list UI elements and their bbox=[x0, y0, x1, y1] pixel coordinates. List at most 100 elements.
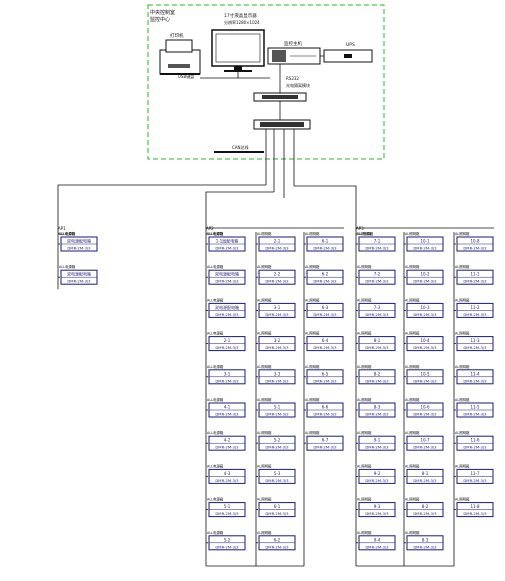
module-code: DMR-2M-3/3 bbox=[365, 412, 389, 417]
module-name: 11-7 bbox=[470, 471, 480, 476]
module-tag: AL照明箱 bbox=[257, 297, 272, 302]
host-computer-icon bbox=[267, 47, 321, 65]
module-name: 11-3 bbox=[470, 338, 480, 343]
module-tag: ALL电源箱 bbox=[59, 231, 76, 236]
module-code: DMR-2M-3/3 bbox=[215, 246, 239, 251]
module-code: DMR-2M-3/3 bbox=[413, 378, 437, 383]
module-code: DMR-2M-3/3 bbox=[313, 445, 337, 450]
module-code: DMR-2M-3/3 bbox=[413, 279, 437, 284]
module-name: 6-7 bbox=[322, 438, 329, 443]
module-name: 10-2 bbox=[420, 272, 430, 277]
module-code: DMR-2M-3/3 bbox=[215, 279, 239, 284]
module-code: DMR-2M-3/3 bbox=[265, 445, 289, 450]
module-tag: AL照明箱 bbox=[455, 397, 470, 402]
module-code: DMR-2M-3/3 bbox=[365, 544, 389, 549]
module-code: DMR-2M-3/3 bbox=[413, 544, 437, 549]
module-code: DMR-2M-3/3 bbox=[365, 312, 389, 317]
module-tag: AL照明箱 bbox=[305, 231, 320, 236]
module-code: DMR-2M-3/3 bbox=[413, 445, 437, 450]
module-tag: AL照明箱 bbox=[455, 231, 470, 236]
module-tag: AL照明箱 bbox=[405, 231, 420, 236]
module-name: 10-4 bbox=[420, 338, 430, 343]
module-name: 5-1 bbox=[274, 405, 281, 410]
module-name: 10-5 bbox=[420, 371, 430, 376]
module-tag: AL照明箱 bbox=[455, 497, 470, 502]
module-tag: AL照明箱 bbox=[357, 430, 372, 435]
module-name: 4-3 bbox=[224, 471, 231, 476]
module-code: DMR-2M-3/3 bbox=[265, 345, 289, 350]
module-code: DMR-2M-3/3 bbox=[413, 246, 437, 251]
module-name: 5-2 bbox=[224, 537, 231, 542]
column-header-c4: AP3 bbox=[356, 226, 364, 231]
module-name: 5-2 bbox=[274, 438, 281, 443]
can-bus-bar bbox=[214, 151, 264, 153]
module-name: 10-3 bbox=[420, 305, 430, 310]
module-code: DMR-2M-3/3 bbox=[215, 544, 239, 549]
monitor-sub-label: 分辨率1280×1024 bbox=[224, 19, 260, 25]
module-tag: AL照明箱 bbox=[305, 397, 320, 402]
module-code: DMR-2M-3/3 bbox=[265, 378, 289, 383]
module-name: 11-5 bbox=[470, 405, 480, 410]
module-tag: AL照明箱 bbox=[455, 430, 470, 435]
module-tag: ALL电源箱 bbox=[207, 331, 224, 336]
module-tag: AL照明箱 bbox=[357, 364, 372, 369]
module-tag: AL照明箱 bbox=[305, 331, 320, 336]
keyboard-label: USB键盘 bbox=[178, 73, 194, 79]
module-tag: AL照明箱 bbox=[257, 430, 272, 435]
module-code: DMR-2M-3/3 bbox=[215, 345, 239, 350]
module-tag: ALL电源箱 bbox=[207, 264, 224, 269]
module-code: DMR-2M-3/3 bbox=[365, 246, 389, 251]
module-tag: AL照明箱 bbox=[257, 497, 272, 502]
module-code: DMR-2M-3/3 bbox=[413, 511, 437, 516]
module-name: 11-2 bbox=[470, 305, 480, 310]
module-code: DMR-2M-3/3 bbox=[463, 312, 487, 317]
module-code: DMR-2M-3/3 bbox=[265, 312, 289, 317]
module-name: 10-1 bbox=[420, 239, 430, 244]
module-tag: ALL电源箱 bbox=[207, 463, 224, 468]
module-name: 7-2 bbox=[374, 272, 381, 277]
module-code: DMR-2M-3/3 bbox=[463, 279, 487, 284]
module-tag: AL照明箱 bbox=[357, 297, 372, 302]
module-code: DMR-2M-3/3 bbox=[215, 412, 239, 417]
module-tag: AL照明箱 bbox=[405, 297, 420, 302]
module-code: DMR-2M-3/3 bbox=[413, 345, 437, 350]
module-tag: AL照明箱 bbox=[455, 331, 470, 336]
module-tag: ALL电源箱 bbox=[59, 264, 76, 269]
module-tag: AL照明箱 bbox=[455, 264, 470, 269]
module-name: 11-1 bbox=[470, 272, 480, 277]
module-tag: AL照明箱 bbox=[405, 497, 420, 502]
module-name: 6-2 bbox=[274, 537, 281, 542]
module-name: 3-3 bbox=[274, 371, 281, 376]
module-code: DMR-2M-3/3 bbox=[365, 378, 389, 383]
module-tag: AL照明箱 bbox=[357, 530, 372, 535]
monitor-icon bbox=[211, 29, 265, 72]
module-tag: ALL电源箱 bbox=[207, 364, 224, 369]
module-name: 6-3 bbox=[322, 305, 329, 310]
module-tag: AL照明箱 bbox=[405, 397, 420, 402]
module-code: DMR-2M-3/3 bbox=[215, 478, 239, 483]
module-code: DMR-2M-3/3 bbox=[463, 478, 487, 483]
